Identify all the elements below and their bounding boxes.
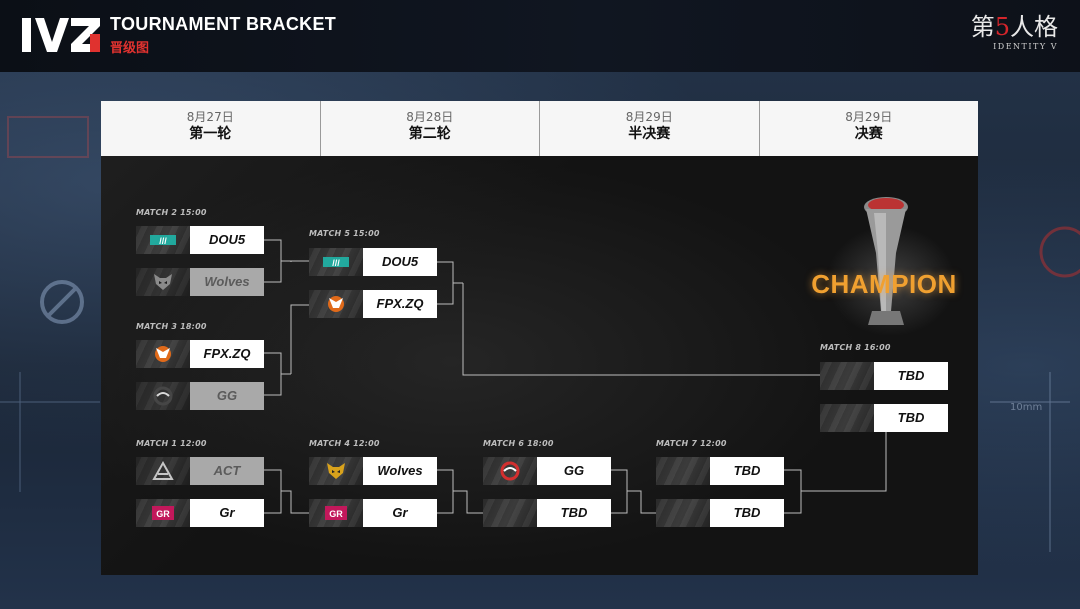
match-2-team-1[interactable]: /// DOU5: [136, 226, 264, 254]
team-name: FPX.ZQ: [363, 290, 437, 318]
match-5-label: MATCH 5 15:00: [309, 229, 380, 238]
match-7-team-2[interactable]: TBD: [656, 499, 784, 527]
gg-logo-icon: [150, 386, 176, 406]
team-name: TBD: [537, 499, 611, 527]
round-header-row: 8月27日 第一轮 8月28日 第二轮 8月29日 半决赛 8月29日 决赛: [101, 101, 978, 156]
team-name: Wolves: [190, 268, 264, 296]
team-logo-placeholder: [820, 362, 874, 390]
gg-logo-icon: [497, 461, 523, 481]
background-decoration-right: 10mm: [990, 226, 1080, 552]
round-name: 决赛: [854, 126, 883, 142]
team-name: FPX.ZQ: [190, 340, 264, 368]
svg-text:GR: GR: [329, 509, 343, 519]
team-name: DOU5: [190, 226, 264, 254]
background-decoration-left: [0, 116, 100, 492]
wolves-logo-icon: [323, 461, 349, 481]
match-1-label: MATCH 1 12:00: [136, 439, 207, 448]
round-column-3: 8月29日 半决赛: [540, 101, 760, 156]
match-8-team-1[interactable]: TBD: [820, 362, 948, 390]
match-7-label: MATCH 7 12:00: [656, 439, 727, 448]
match-3-label: MATCH 3 18:00: [136, 322, 207, 331]
match-3-team-1[interactable]: FPX.ZQ: [136, 340, 264, 368]
team-logo-placeholder: [656, 457, 710, 485]
svg-text:GR: GR: [156, 509, 170, 519]
fpx-logo-icon: [150, 344, 176, 364]
team-logo: ///: [136, 226, 190, 254]
team-logo: [136, 268, 190, 296]
team-logo: [483, 457, 537, 485]
team-logo-placeholder: [483, 499, 537, 527]
team-name: Gr: [190, 499, 264, 527]
match-8-label: MATCH 8 16:00: [820, 343, 891, 352]
team-name: Gr: [363, 499, 437, 527]
identity-v-logo: 第5人格 IDENTITY V: [970, 13, 1058, 51]
match-6-label: MATCH 6 18:00: [483, 439, 554, 448]
team-name: TBD: [710, 499, 784, 527]
round-column-2: 8月28日 第二轮: [320, 101, 540, 156]
match-3-team-2[interactable]: GG: [136, 382, 264, 410]
match-2-team-2[interactable]: Wolves: [136, 268, 264, 296]
team-logo: ///: [309, 248, 363, 276]
match-1-team-2[interactable]: GR Gr: [136, 499, 264, 527]
page-subtitle: 晋级图: [110, 41, 150, 56]
team-logo: [309, 457, 363, 485]
dou5-logo-icon: ///: [150, 230, 176, 250]
team-name: Wolves: [363, 457, 437, 485]
round-date: 8月29日: [625, 110, 673, 124]
match-6-team-1[interactable]: GG: [483, 457, 611, 485]
team-logo-placeholder: [656, 499, 710, 527]
round-date: 8月29日: [845, 110, 893, 124]
team-name: GG: [537, 457, 611, 485]
round-date: 8月27日: [186, 110, 234, 124]
round-name: 第一轮: [189, 126, 232, 142]
bracket-panel: 8月27日 第一轮 8月28日 第二轮 8月29日 半决赛 8月29日 决赛: [101, 101, 978, 575]
team-logo: [136, 340, 190, 368]
team-name: GG: [190, 382, 264, 410]
team-logo: GR: [309, 499, 363, 527]
round-name: 第二轮: [408, 126, 451, 142]
ivv-logo-icon: [22, 18, 100, 52]
match-1-team-1[interactable]: ACT: [136, 457, 264, 485]
trophy-icon: [864, 197, 908, 325]
dou5-logo-icon: ///: [323, 252, 349, 272]
team-name: TBD: [874, 404, 948, 432]
gr-logo-icon: GR: [323, 503, 349, 523]
svg-text:10mm: 10mm: [1010, 402, 1042, 413]
team-name: TBD: [874, 362, 948, 390]
match-4-team-1[interactable]: Wolves: [309, 457, 437, 485]
team-logo-placeholder: [820, 404, 874, 432]
team-logo: [309, 290, 363, 318]
match-5-team-1[interactable]: /// DOU5: [309, 248, 437, 276]
champion-label: CHAMPION: [811, 269, 957, 299]
wolves-logo-icon: [150, 272, 176, 292]
team-logo: GR: [136, 499, 190, 527]
team-name: TBD: [710, 457, 784, 485]
svg-text:///: ///: [159, 236, 167, 246]
svg-text:///: ///: [332, 258, 340, 268]
round-column-1: 8月27日 第一轮: [101, 101, 321, 156]
team-logo: [136, 382, 190, 410]
match-8-team-2[interactable]: TBD: [820, 404, 948, 432]
team-name: DOU5: [363, 248, 437, 276]
fpx-logo-icon: [323, 294, 349, 314]
act-logo-icon: [150, 461, 176, 481]
gr-logo-icon: GR: [150, 503, 176, 523]
match-4-label: MATCH 4 12:00: [309, 439, 380, 448]
round-name: 半决赛: [628, 126, 671, 142]
match-5-team-2[interactable]: FPX.ZQ: [309, 290, 437, 318]
round-date: 8月28日: [406, 110, 454, 124]
page-title: TOURNAMENT BRACKET: [110, 14, 337, 34]
match-6-team-2[interactable]: TBD: [483, 499, 611, 527]
team-logo: [136, 457, 190, 485]
match-2-label: MATCH 2 15:00: [136, 208, 207, 217]
header-bar: TOURNAMENT BRACKET 晋级图 第5人格 IDENTITY V: [0, 0, 1080, 72]
match-7-team-1[interactable]: TBD: [656, 457, 784, 485]
round-column-4: 8月29日 决赛: [759, 101, 978, 156]
match-4-team-2[interactable]: GR Gr: [309, 499, 437, 527]
team-name: ACT: [190, 457, 264, 485]
